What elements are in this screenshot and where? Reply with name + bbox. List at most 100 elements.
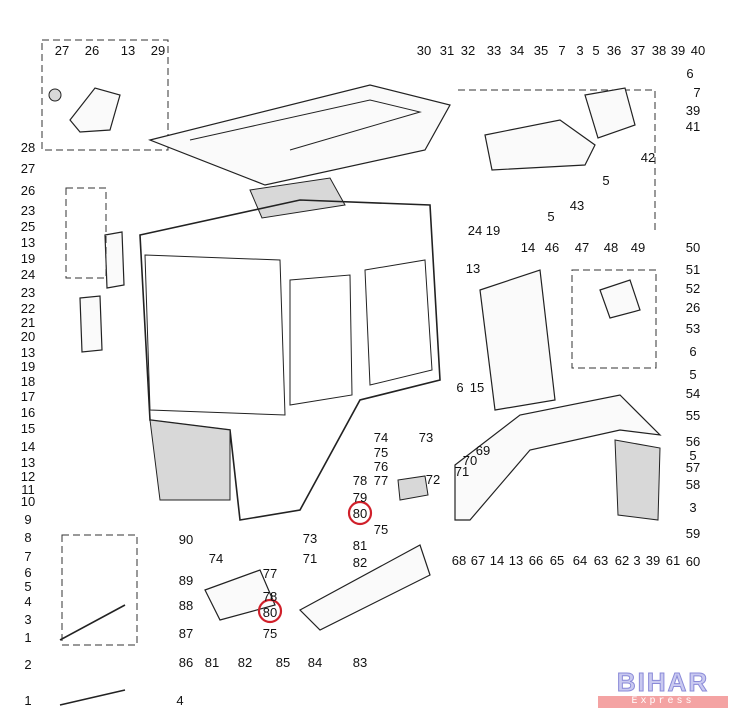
part-label: 18 <box>21 374 35 389</box>
part-label: 5 <box>689 448 696 463</box>
part-label: 73 <box>303 531 317 546</box>
part-label: 56 <box>686 434 700 449</box>
part-label: 62 <box>615 553 629 568</box>
part-label: 75 <box>374 445 388 460</box>
part-label: 16 <box>21 405 35 420</box>
part-label: 14 <box>490 553 504 568</box>
part-label: 63 <box>594 553 608 568</box>
mount-rubber <box>397 475 429 501</box>
mount-bracket-front <box>204 569 276 621</box>
part-label: 43 <box>570 198 584 213</box>
part-label: 30 <box>417 43 431 58</box>
part-label: 69 <box>476 443 490 458</box>
part-label: 21 <box>21 315 35 330</box>
part-label: 67 <box>471 553 485 568</box>
door-window <box>289 274 353 406</box>
part-label: 68 <box>452 553 466 568</box>
lamp-bracket <box>584 87 636 139</box>
watermark-subtitle: Express <box>598 696 728 708</box>
part-label: 47 <box>575 240 589 255</box>
inset-strut-box <box>61 534 138 646</box>
part-label: 71 <box>455 464 469 479</box>
part-label: 11 <box>21 482 35 497</box>
part-label: 46 <box>545 240 559 255</box>
part-label: 74 <box>374 430 388 445</box>
part-label: 19 <box>486 223 500 238</box>
part-label: 57 <box>686 460 700 475</box>
lamp-housing <box>484 119 596 171</box>
part-label: 55 <box>686 408 700 423</box>
part-label: 6 <box>456 380 463 395</box>
part-label: 14 <box>21 439 35 454</box>
part-label: 6 <box>686 66 693 81</box>
part-label: 22 <box>21 301 35 316</box>
part-label: 3 <box>576 43 583 58</box>
part-label: 3 <box>24 612 31 627</box>
inset-hinge-box <box>41 39 169 151</box>
part-label: 2 <box>24 657 31 672</box>
part-label: 6 <box>24 565 31 580</box>
fender <box>454 394 662 521</box>
part-label: 76 <box>374 459 388 474</box>
part-label: 35 <box>534 43 548 58</box>
part-label: 42 <box>641 150 655 165</box>
part-label: 1 <box>24 630 31 645</box>
part-label: 15 <box>21 421 35 436</box>
part-label: 8 <box>24 530 31 545</box>
mud-flap <box>614 439 661 521</box>
part-label: 13 <box>21 345 35 360</box>
part-label: 64 <box>573 553 587 568</box>
part-label: 9 <box>24 512 31 527</box>
part-label: 5 <box>592 43 599 58</box>
part-label: 13 <box>121 43 135 58</box>
inset-mirror-box <box>65 187 107 279</box>
part-label: 5 <box>689 367 696 382</box>
part-label: 24 <box>21 267 35 282</box>
cab-roof <box>148 84 451 186</box>
part-label: 60 <box>686 554 700 569</box>
part-label: 3 <box>633 553 640 568</box>
part-label: 70 <box>463 453 477 468</box>
part-label: 58 <box>686 477 700 492</box>
part-label: 7 <box>24 549 31 564</box>
part-label: 27 <box>55 43 69 58</box>
part-label: 10 <box>21 494 35 509</box>
part-label: 90 <box>179 532 193 547</box>
part-label: 86 <box>179 655 193 670</box>
cab-door <box>479 269 556 411</box>
part-label: 78 <box>353 473 367 488</box>
part-label: 25 <box>21 219 35 234</box>
part-label: 78 <box>263 589 277 604</box>
part-label: 27 <box>21 161 35 176</box>
part-label: 33 <box>487 43 501 58</box>
part-label: 32 <box>461 43 475 58</box>
part-label: 61 <box>666 553 680 568</box>
part-label: 19 <box>21 251 35 266</box>
part-label: 13 <box>21 235 35 250</box>
part-label: 36 <box>607 43 621 58</box>
part-label: 77 <box>263 566 277 581</box>
part-label: 82 <box>238 655 252 670</box>
front-window <box>144 254 286 416</box>
mirror <box>79 295 103 353</box>
part-label: 6 <box>689 344 696 359</box>
part-label: 54 <box>686 386 700 401</box>
part-label: 20 <box>21 329 35 344</box>
cab-lower-panel <box>149 419 231 501</box>
highlight-circle-80-upper <box>347 500 373 526</box>
side-window <box>364 259 433 386</box>
inset-latch-box <box>571 269 657 369</box>
part-label: 34 <box>510 43 524 58</box>
part-label: 26 <box>85 43 99 58</box>
part-label: 72 <box>426 472 440 487</box>
part-label: 15 <box>470 380 484 395</box>
mount-bracket-rear <box>299 544 431 631</box>
part-label: 29 <box>151 43 165 58</box>
part-label: 71 <box>303 551 317 566</box>
part-label: 13 <box>21 455 35 470</box>
part-label: 38 <box>652 43 666 58</box>
part-label: 41 <box>686 119 700 134</box>
